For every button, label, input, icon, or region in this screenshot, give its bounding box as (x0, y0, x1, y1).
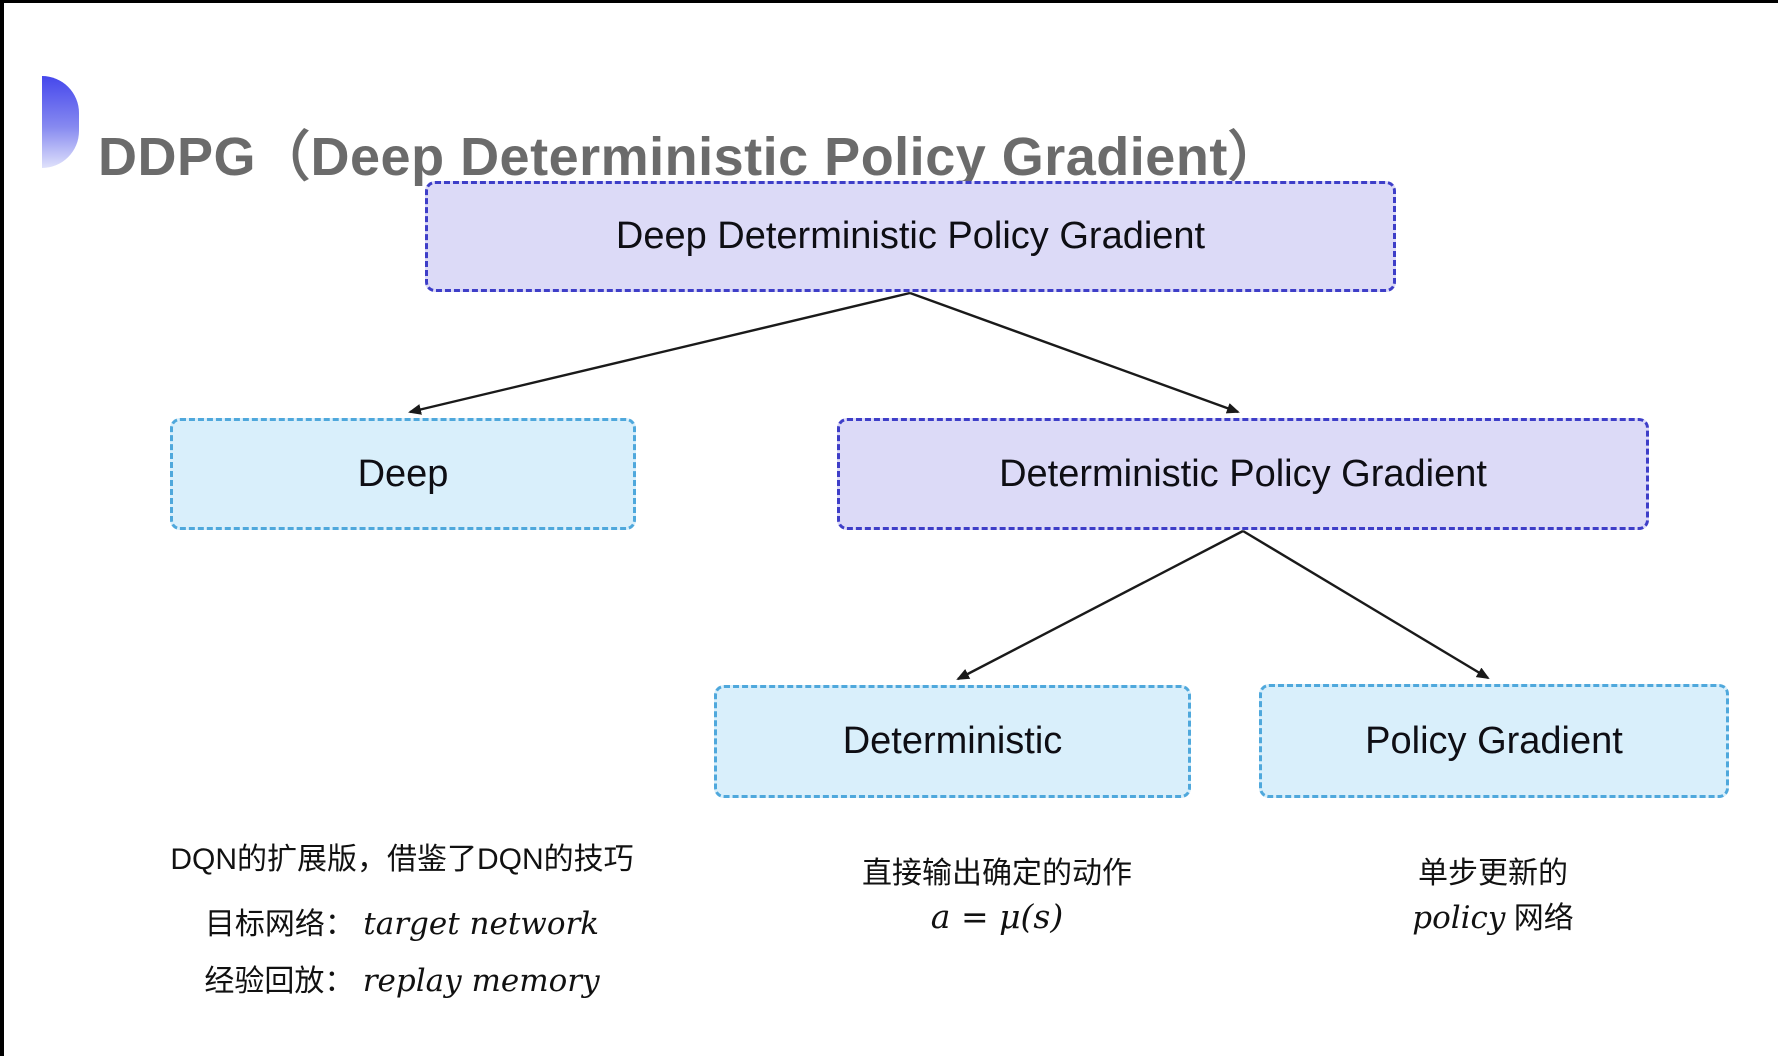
note-deep-line3-value: replay memory (362, 963, 600, 999)
tree-node-policy-gradient-label: Policy Gradient (1365, 719, 1623, 762)
tree-node-deterministic: Deterministic (714, 685, 1191, 798)
arrow-root-to-dpg (909, 291, 1240, 414)
note-policy-gradient-block: 单步更新的 policy 网络 (1293, 852, 1693, 941)
note-deep-line2: 目标网络： target network (132, 902, 672, 947)
page-title: DDPG（Deep Deterministic Policy Gradient） (98, 127, 1283, 188)
note-deep-line3: 经验回放： replay memory (132, 959, 672, 1004)
tree-node-policy-gradient: Policy Gradient (1259, 684, 1729, 798)
note-deterministic-line1: 直接输出确定的动作 (862, 857, 1132, 890)
arrow-root-to-deep (408, 291, 911, 415)
left-border-line (0, 0, 4, 1056)
note-policy-gradient-line2-italic: policy (1412, 900, 1506, 936)
tree-node-deterministic-label: Deterministic (842, 720, 1063, 762)
tree-node-deterministic-policy-gradient: Deterministic Policy Gradient (837, 418, 1649, 530)
half-circle-bullet-icon (42, 76, 79, 168)
tree-node-dpg-label: Deterministic Policy Gradient (999, 452, 1487, 495)
tree-node-root-label: Deep Deterministic Policy Gradient (615, 215, 1206, 257)
note-policy-gradient-line1: 单步更新的 (1418, 857, 1568, 890)
top-border-line (0, 0, 1778, 3)
note-deep-line2-value: target network (363, 906, 600, 942)
arrow-dpg-to-deterministic (956, 529, 1244, 681)
note-deep-line1: DQN的扩展版，借鉴了DQN的技巧 (170, 843, 634, 876)
arrow-dpg-to-policy-gradient (1242, 529, 1490, 680)
note-deep-block: DQN的扩展版，借鉴了DQN的技巧 目标网络： target network 经… (132, 838, 672, 1004)
note-policy-gradient-line2-rest: 网络 (1505, 902, 1574, 935)
note-deterministic-formula: a = μ(s) (930, 897, 1064, 936)
tree-node-deep-label: Deep (357, 452, 449, 495)
tree-node-root: Deep Deterministic Policy Gradient (425, 181, 1396, 292)
note-deep-line3-label: 经验回放： (204, 965, 355, 998)
note-deep-line2-label: 目标网络： (204, 908, 355, 941)
note-deterministic-block: 直接输出确定的动作 a = μ(s) (797, 852, 1197, 938)
tree-node-deep: Deep (170, 418, 636, 530)
note-policy-gradient-line2: policy 网络 (1293, 896, 1693, 941)
